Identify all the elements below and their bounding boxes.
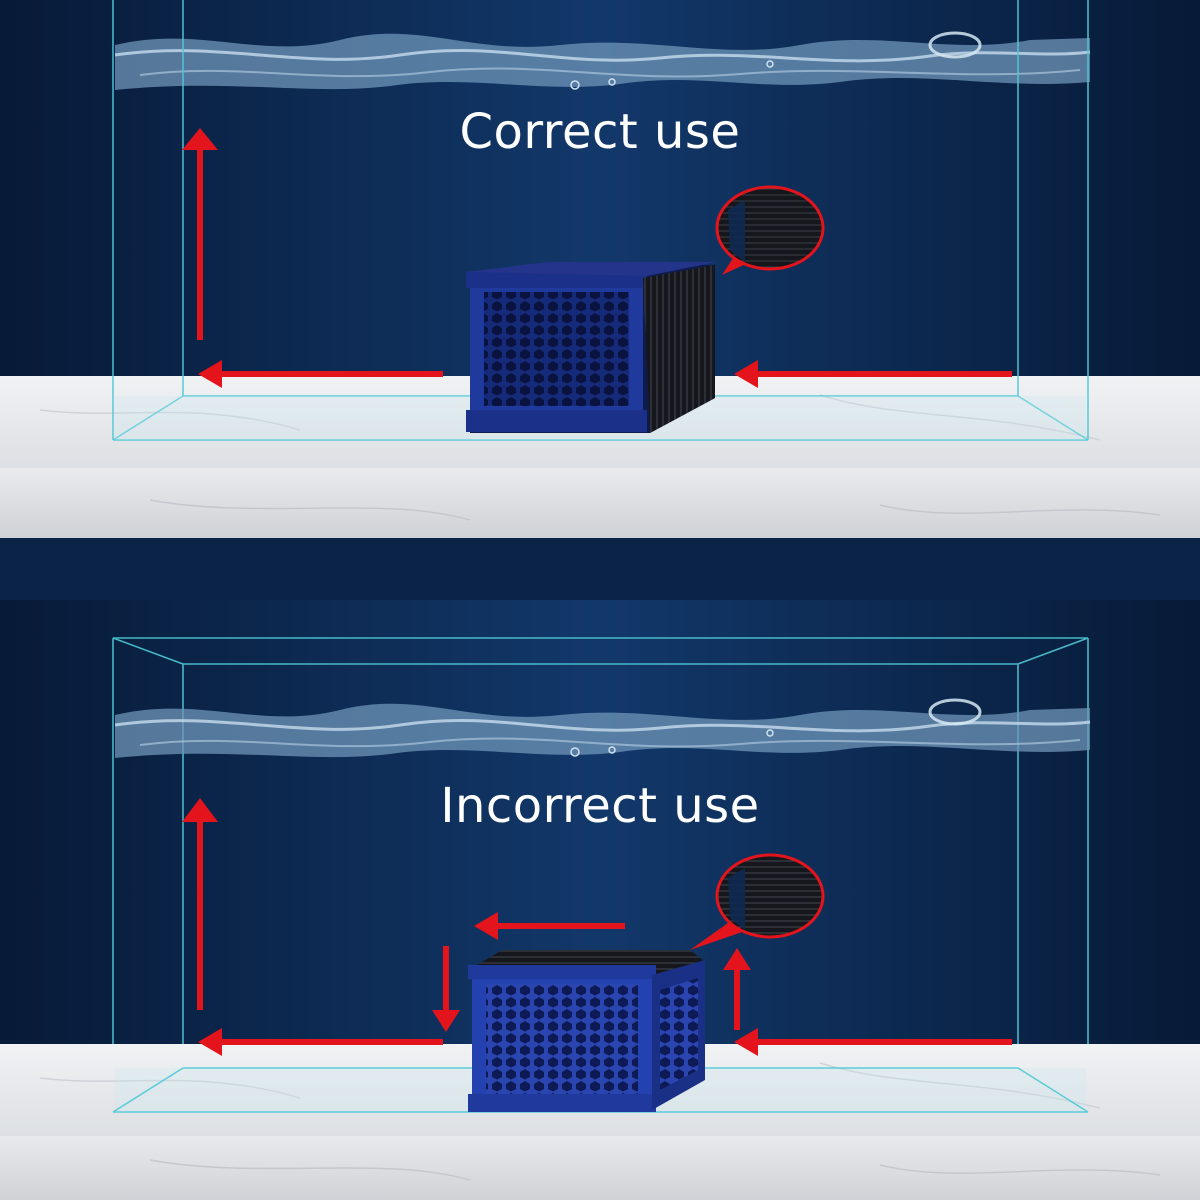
incorrect-use-title: Incorrect use	[440, 778, 760, 834]
mesh-magnifier-circle	[690, 853, 825, 950]
red-flow-arrow	[182, 128, 1012, 388]
water-wave	[114, 31, 1091, 90]
red-flow-arrow	[182, 798, 1012, 1056]
mesh-magnifier-circle	[715, 185, 825, 275]
incorrect-use-panel: Incorrect use	[0, 600, 1200, 1200]
correct-use-title: Correct use	[459, 104, 741, 160]
incorrect-use-scene	[0, 600, 1200, 1200]
correct-use-scene	[0, 0, 1200, 600]
water-wave	[114, 698, 1091, 758]
sponge-filter-block	[468, 950, 705, 1112]
sponge-filter-block	[466, 262, 716, 433]
correct-use-panel: Correct use	[0, 0, 1200, 600]
mesh-side	[643, 265, 715, 433]
